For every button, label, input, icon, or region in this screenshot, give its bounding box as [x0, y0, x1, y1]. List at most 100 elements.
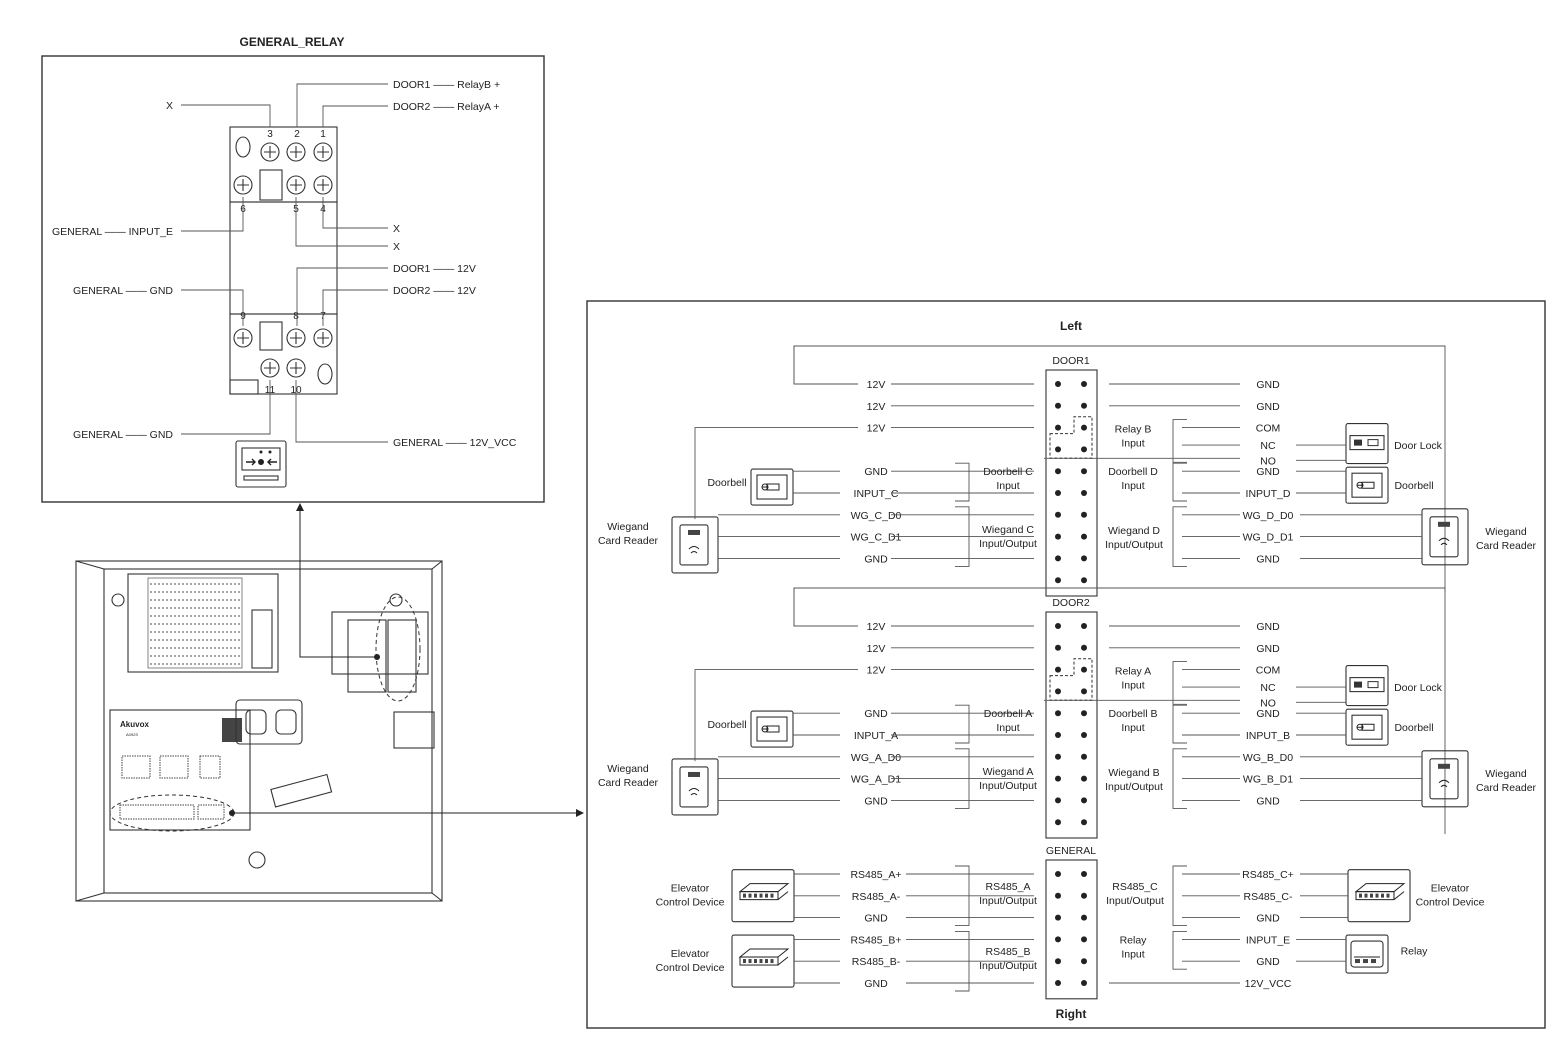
- pin-label-right: COM: [1256, 423, 1281, 435]
- terminal-pin: [1081, 688, 1087, 695]
- pin-label-left: RS485_A+: [850, 869, 901, 881]
- screw-terminal-7: [313, 328, 333, 348]
- brand-logo: Akuvox: [120, 720, 149, 729]
- pin-label-left: RS485_B+: [850, 934, 901, 946]
- terminal-pin: [1081, 871, 1087, 877]
- wire: [694, 669, 858, 762]
- pin-label-right: NC: [1260, 682, 1276, 694]
- terminal-pin: [1081, 555, 1087, 562]
- pin-label-right: GND: [1256, 643, 1280, 655]
- terminal-pin: [1055, 666, 1061, 673]
- pin-label-right: 12V_VCC: [1245, 978, 1292, 990]
- pin-label-left: INPUT_A: [854, 730, 898, 742]
- terminal-number: 3: [267, 129, 273, 140]
- pin-label-right: RS485_C-: [1243, 891, 1293, 903]
- door-lock-icon: [1345, 665, 1389, 707]
- relay-label: GENERAL —— GND: [73, 429, 173, 441]
- wiring-panel-top-title: Left: [1060, 319, 1082, 333]
- main-board: Akuvox A092S: [109, 709, 251, 832]
- pin-label-right: GND: [1256, 621, 1280, 633]
- screw-terminal-1: [313, 142, 333, 162]
- pin-label-left: WG_A_D1: [851, 774, 901, 786]
- relay-label: X: [393, 241, 400, 253]
- pin-label-right: GND: [1256, 466, 1280, 478]
- terminal-block-header: DOOR2: [1052, 597, 1090, 609]
- terminal-pin: [1081, 402, 1087, 409]
- terminal-pin: [1081, 644, 1087, 651]
- relay-label: DOOR1 —— 12V: [393, 263, 476, 275]
- power-supply: [111, 573, 279, 673]
- terminal-pin: [1081, 936, 1087, 943]
- terminal-pin: [1055, 446, 1061, 453]
- doorbell-icon: [1345, 466, 1389, 504]
- relay-panel-frame: [41, 55, 545, 503]
- terminal-pin: [1081, 914, 1087, 921]
- terminal-pin: [1055, 797, 1061, 804]
- screw-terminal-11: [260, 358, 280, 378]
- terminal-pin: [1081, 577, 1087, 584]
- pin-label-right: WG_B_D0: [1243, 752, 1293, 764]
- wiring-panel: Left Right DOOR112V12V12VGNDINPUT_CWG_C_…: [586, 300, 1546, 1029]
- elevator-controller-icon: [731, 934, 795, 988]
- terminal-pin: [1081, 710, 1087, 717]
- relay-label: GENERAL —— GND: [73, 285, 173, 297]
- pin-label-left: WG_A_D0: [851, 752, 901, 764]
- device-label: Door Lock: [1394, 440, 1443, 452]
- pin-label-left: RS485_A-: [852, 891, 901, 903]
- group-bracket: [1172, 506, 1187, 567]
- card-reader-icon: [671, 758, 719, 816]
- terminal-pin: [1055, 424, 1061, 431]
- group-bracket: [955, 506, 970, 567]
- terminal-number: 2: [294, 129, 300, 140]
- usb-bracket: [235, 699, 303, 745]
- pin-label-right: WG_D_D1: [1243, 532, 1294, 544]
- pin-label-left: WG_C_D0: [851, 510, 902, 522]
- terminal-block: [1045, 611, 1098, 839]
- group-bracket: [1172, 704, 1187, 744]
- pin-label-left: 12V: [867, 621, 886, 633]
- relay-label: DOOR1 —— RelayB +: [393, 79, 500, 91]
- device-label: Door Lock: [1394, 682, 1443, 694]
- relay-label: DOOR2 —— RelayA +: [393, 101, 500, 113]
- pin-label-right: RS485_C+: [1242, 869, 1294, 881]
- pin-label-left: 12V: [867, 643, 886, 655]
- pin-label-left: GND: [864, 795, 888, 807]
- terminal-pin: [1081, 533, 1087, 540]
- terminal-pin: [1081, 797, 1087, 804]
- power-loop-wire: [793, 588, 858, 627]
- terminal-pin: [1055, 819, 1061, 826]
- screw-terminal-3: [260, 142, 280, 162]
- device-label: Doorbell: [1394, 480, 1433, 492]
- model-label: A092S: [126, 732, 138, 737]
- controller-enclosure: Akuvox A092S: [75, 560, 443, 902]
- doorbell-icon: [1345, 708, 1389, 746]
- terminal-pin: [1081, 732, 1087, 738]
- pin-label-right: GND: [1256, 795, 1280, 807]
- device-label: Doorbell: [707, 477, 746, 489]
- pin-label-right: NO: [1260, 455, 1276, 467]
- group-bracket: [1172, 865, 1187, 927]
- terminal-pin: [1081, 775, 1087, 782]
- terminal-pin: [1081, 958, 1087, 965]
- terminal-block-door1: DOOR1: [1045, 355, 1098, 597]
- device-label: Doorbell: [707, 719, 746, 731]
- terminal-block-general: GENERAL: [1045, 845, 1098, 1000]
- elevator-controller-icon: [1347, 869, 1411, 923]
- terminal-pin: [1055, 753, 1061, 760]
- qr-code-icon: [222, 718, 242, 742]
